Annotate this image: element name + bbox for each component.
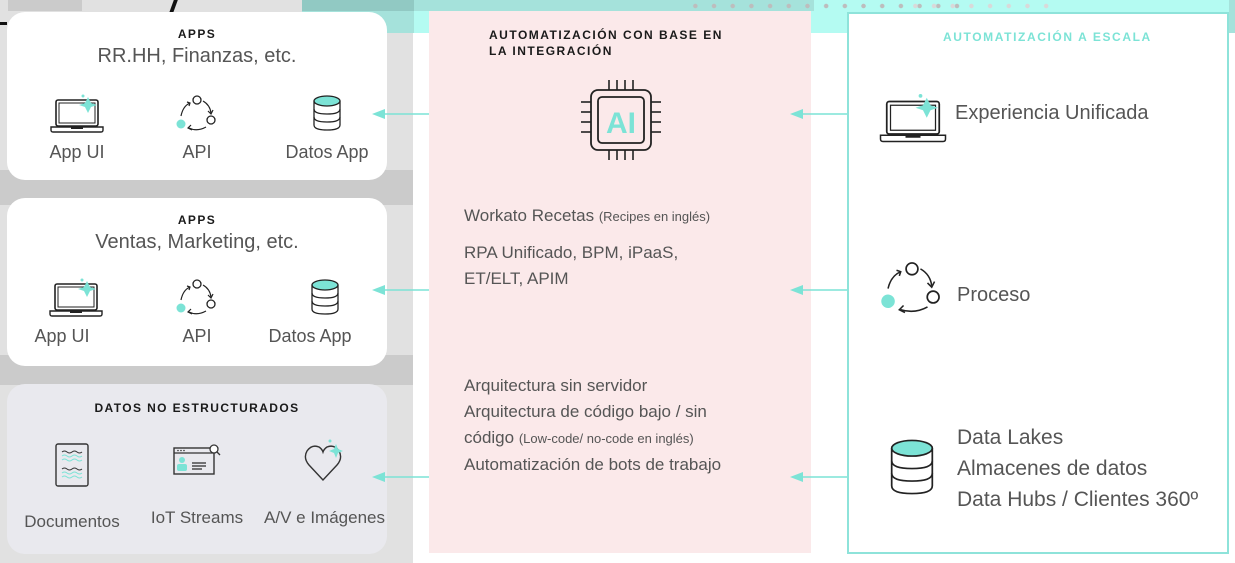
api-item: API bbox=[147, 94, 247, 164]
ai-chip-icon: AI bbox=[579, 78, 663, 167]
automation-at-scale-panel: AUTOMATIZACIÓN A ESCALA Experiencia Unif… bbox=[847, 12, 1229, 554]
card-title: APPS bbox=[177, 213, 217, 227]
integration-automation-panel: AUTOMATIZACIÓN CON BASE EN LA INTEGRACIÓ… bbox=[429, 11, 811, 553]
decorative-line bbox=[0, 22, 7, 25]
documents-item: Documentos bbox=[17, 438, 127, 538]
panel-title-line: LA INTEGRACIÓN bbox=[489, 44, 613, 58]
apps-sales-marketing-card: APPS Ventas, Marketing, etc. App UI API … bbox=[7, 198, 387, 366]
text-line: Arquitectura de código bajo / sin bbox=[464, 402, 707, 421]
iot-streams-item: IoT Streams bbox=[142, 438, 252, 538]
laptop-icon bbox=[879, 94, 947, 149]
apps-hr-finance-card: APPS RR.HH, Finanzas, etc. App UI API Da… bbox=[7, 12, 387, 180]
item-label: API bbox=[182, 142, 212, 162]
dot-pattern bbox=[686, 3, 966, 9]
text-main: Workato Recetas bbox=[464, 206, 595, 225]
text-line: Arquitectura sin servidor bbox=[464, 376, 648, 395]
top-decoration bbox=[1229, 0, 1235, 33]
unstructured-data-card: DATOS NO ESTRUCTURADOS Documentos IoT St… bbox=[7, 384, 387, 554]
database-icon bbox=[309, 278, 341, 321]
text-line: RPA Unificado, BPM, iPaaS, bbox=[464, 243, 679, 262]
laptop-icon bbox=[49, 278, 103, 323]
text-line: Data Lakes bbox=[957, 426, 1064, 449]
text-main: código bbox=[464, 428, 515, 447]
api-item: API bbox=[147, 278, 247, 348]
text-line: Automatización de bots de trabajo bbox=[464, 455, 722, 474]
item-label: App UI bbox=[49, 142, 105, 162]
card-title: DATOS NO ESTRUCTURADOS bbox=[94, 401, 300, 415]
document-icon bbox=[54, 442, 90, 493]
browser-profile-search-icon bbox=[172, 444, 222, 481]
text-line: Almacenes de datos bbox=[957, 457, 1148, 480]
app-ui-item: App UI bbox=[27, 94, 127, 164]
technologies-text: RPA Unificado, BPM, iPaaS, ET/ELT, APIM bbox=[464, 240, 678, 292]
text-note: (Low-code/ no-code en inglés) bbox=[518, 431, 694, 446]
item-label: Datos App bbox=[285, 142, 369, 162]
top-decoration bbox=[302, 0, 414, 11]
workato-recipes-text: Workato Recetas (Recipes en inglés) bbox=[464, 203, 710, 230]
card-subtitle: Ventas, Marketing, etc. bbox=[95, 231, 299, 253]
text-line: ET/ELT, APIM bbox=[464, 269, 569, 288]
card-subtitle: RR.HH, Finanzas, etc. bbox=[97, 45, 297, 67]
database-icon bbox=[311, 94, 343, 137]
item-label: Documentos bbox=[24, 512, 120, 531]
architecture-text: Arquitectura sin servidor Arquitectura d… bbox=[464, 373, 721, 478]
text-line: Data Hubs / Clientes 360º bbox=[957, 488, 1199, 511]
database-icon bbox=[887, 437, 937, 502]
chip-label: AI bbox=[606, 107, 636, 140]
row-label: Data Lakes Almacenes de datos Data Hubs … bbox=[957, 422, 1198, 515]
text-line: código (Low-code/ no-code en inglés) bbox=[464, 425, 721, 452]
app-data-item: Datos App bbox=[272, 94, 382, 164]
process-cycle-icon bbox=[881, 260, 943, 325]
dot-pattern bbox=[906, 3, 1056, 9]
item-label: Datos App bbox=[268, 326, 352, 346]
row-label: Experiencia Unificada bbox=[955, 102, 1149, 124]
item-label: IoT Streams bbox=[150, 508, 244, 527]
heart-icon bbox=[303, 438, 347, 487]
item-label: A/V e Imágenes bbox=[264, 508, 385, 527]
panel-title: AUTOMATIZACIÓN A ESCALA bbox=[943, 30, 1152, 44]
item-label: API bbox=[182, 326, 212, 346]
text-note: (Recipes en inglés) bbox=[598, 209, 711, 224]
row-label: Proceso bbox=[957, 284, 1031, 306]
process-cycle-icon bbox=[175, 94, 219, 139]
panel-title: AUTOMATIZACIÓN CON BASE EN LA INTEGRACIÓ… bbox=[489, 27, 789, 59]
card-title: APPS bbox=[177, 27, 217, 41]
av-images-item: A/V e Imágenes bbox=[262, 438, 387, 538]
app-data-item: Datos App bbox=[255, 278, 365, 348]
top-decoration bbox=[8, 0, 82, 11]
item-label: App UI bbox=[34, 326, 90, 346]
panel-title-line: AUTOMATIZACIÓN CON BASE EN bbox=[489, 28, 723, 42]
top-decoration bbox=[414, 0, 814, 11]
process-cycle-icon bbox=[175, 278, 219, 323]
app-ui-item: App UI bbox=[12, 278, 112, 348]
laptop-icon bbox=[50, 94, 104, 139]
